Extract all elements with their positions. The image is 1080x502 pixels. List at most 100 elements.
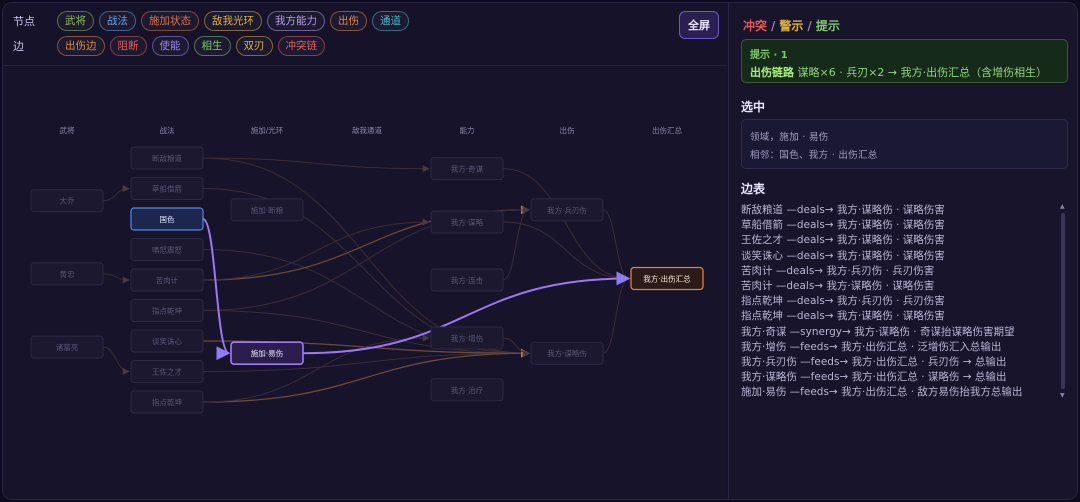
scroll-down-icon[interactable]: ▼ (1060, 392, 1065, 399)
graph-node[interactable]: 草船借箭 (130, 177, 204, 200)
node-filter-chip[interactable]: 施加状态 (141, 11, 199, 31)
graph-node[interactable]: 我方·谋略伤 (530, 341, 604, 365)
edge-list-item[interactable]: 断敌粮道 —deals→ 我方·谋略伤 · 谋略伤害 (741, 204, 945, 216)
alert-title-part: 冲突 (743, 19, 768, 33)
selected-line-1: 领域，施加 · 易伤 (750, 132, 829, 143)
graph-node-label: 我方·增伤 (451, 333, 483, 343)
graph-edge[interactable] (102, 273, 130, 284)
graph-edge[interactable] (202, 348, 530, 403)
scroll-up-icon[interactable]: ▲ (1060, 203, 1065, 210)
graph-edge[interactable] (602, 275, 630, 354)
edge-list-item[interactable]: 草船借箭 —deals→ 我方·谋略伤 · 谋略伤害 (741, 219, 945, 232)
hint-card[interactable]: 提示 · 1 出伤链路 谋略×6 · 兵刃×2 → 我方·出伤汇总（含增伤相生） (741, 39, 1068, 83)
node-filter-chip[interactable]: 敌我光环 (204, 11, 262, 31)
fullscreen-button[interactable]: 全屏 (679, 11, 719, 39)
edge-list-item[interactable]: 苦肉计 —deals→ 我方·谋略伤 · 谋略伤害 (741, 280, 935, 293)
edge-filter-chip[interactable]: 阻断 (109, 36, 147, 56)
graph-edge[interactable] (202, 157, 430, 173)
edge-list-item[interactable]: 我方·谋略伤 —feeds→ 我方·出伤汇总 · 谋略伤 → 总输出 (741, 371, 1007, 384)
graph-node-label: 大乔 (60, 196, 75, 206)
graph-edge[interactable] (302, 271, 631, 355)
graph-node[interactable]: 王佐之才 (130, 360, 204, 383)
graph-pane: 节点 武将战法施加状态敌我光环我方能力出伤通道 边 出伤边阻断使能相生双刃冲突链… (3, 3, 727, 499)
graph-node[interactable]: 我方·增伤 (430, 326, 504, 350)
graph-node[interactable]: 指点乾坤 (130, 299, 204, 322)
edge-filter-chip[interactable]: 相生 (193, 36, 231, 56)
graph-node-label: 我方·谋略伤 (547, 348, 587, 358)
node-filter-chip[interactable]: 通道 (372, 11, 409, 31)
graph-node[interactable]: 我方·兵刃伤 (530, 198, 604, 222)
graph-node-label: 我方·奇谋 (451, 164, 484, 174)
graph-node-label: 王佐之才 (152, 367, 182, 377)
column-header: 能力 (460, 125, 475, 135)
edge-list-item[interactable]: 苦肉计 —deals→ 我方·兵刃伤 · 兵刃伤害 (741, 264, 935, 277)
graph-node-label: 我方·兵刃伤 (547, 205, 587, 215)
graph-node[interactable]: 黄忠 (30, 262, 104, 286)
graph-node[interactable]: 施加·断粮 (230, 198, 304, 222)
edge-list[interactable]: 断敌粮道 —deals→ 我方·谋略伤 · 谋略伤害草船借箭 —deals→ 我… (741, 203, 1057, 401)
graph-edge[interactable] (602, 209, 630, 282)
graph-node[interactable]: 施加·易伤 (230, 341, 304, 366)
graph-edge[interactable] (202, 310, 530, 357)
edge-list-item[interactable]: 施加·易伤 —feeds→ 我方·出伤汇总 · 敌方易伤抬我方总输出 (741, 386, 1023, 399)
edge-filter-chip[interactable]: 冲突链 (277, 36, 325, 56)
graph-edge[interactable] (502, 337, 530, 357)
graph-edge[interactable] (102, 346, 130, 375)
graph-edge[interactable] (202, 334, 430, 403)
graph-edge[interactable] (202, 218, 231, 361)
graph-node[interactable]: 大乔 (30, 189, 104, 213)
graph-node[interactable]: 诸葛亮 (30, 335, 104, 359)
graph-node-label: 我方·连击 (451, 275, 484, 285)
edge-list-item[interactable]: 我方·增伤 —feeds→ 我方·出伤汇总 · 泛增伤汇入总输出 (741, 340, 1002, 353)
graph-edge[interactable] (502, 206, 530, 281)
graph-node[interactable]: 我方·出伤汇总 (630, 266, 704, 291)
graph-node[interactable]: 国色 (130, 207, 204, 231)
hint-header: 提示 · 1 (750, 50, 788, 61)
alert-title-part: 提示 (815, 19, 840, 33)
selected-title: 选中 (741, 100, 766, 114)
graph-node[interactable]: 指点乾坤 (130, 390, 204, 414)
graph-node[interactable]: 我方·谋略 (430, 210, 504, 234)
edge-filter-chip[interactable]: 双刃 (235, 36, 273, 56)
filter-bar: 节点 武将战法施加状态敌我光环我方能力出伤通道 边 出伤边阻断使能相生双刃冲突链… (3, 3, 727, 66)
node-filter-row: 节点 武将战法施加状态敌我光环我方能力出伤通道 (13, 11, 409, 31)
alert-title-part: / (807, 19, 812, 33)
column-header: 战法 (160, 125, 175, 135)
node-chip-group: 武将战法施加状态敌我光环我方能力出伤通道 (57, 11, 409, 31)
graph-node[interactable]: 我方·连击 (430, 268, 504, 292)
edge-list-item[interactable]: 谈笑诛心 —deals→ 我方·谋略伤 · 谋略伤害 (741, 249, 945, 262)
graph-svg[interactable]: 武将战法施加/光环敌我通道能力出伤出伤汇总大乔黄忠诸葛亮断敌粮道草船借箭国色嗔怒… (3, 66, 727, 499)
graph-node[interactable]: 我方·奇谋 (430, 157, 504, 181)
graph-node-label: 草船借箭 (152, 184, 182, 194)
graph-node-label: 国色 (160, 214, 175, 224)
edge-list-title: 边表 (741, 182, 766, 196)
edge-filter-chip[interactable]: 使能 (151, 36, 189, 56)
graph-edge[interactable] (202, 218, 430, 281)
graph-edge[interactable] (202, 157, 530, 357)
edge-list-item[interactable]: 指点乾坤 —deals→ 我方·谋略伤 · 谋略伤害 (741, 310, 945, 323)
edge-filter-row: 边 出伤边阻断使能相生双刃冲突链 (13, 36, 325, 56)
edge-list-item[interactable]: 我方·奇谋 —synergy→ 我方·谋略伤 · 奇谋抬谋略伤害期望 (741, 325, 1015, 338)
graph-node-label: 诸葛亮 (56, 342, 79, 352)
graph-node[interactable]: 谈笑诛心 (130, 329, 204, 353)
edge-list-item[interactable]: 我方·兵刃伤 —feeds→ 我方·出伤汇总 · 兵刃伤 → 总输出 (741, 356, 1007, 369)
graph-canvas[interactable]: 武将战法施加/光环敌我通道能力出伤出伤汇总大乔黄忠诸葛亮断敌粮道草船借箭国色嗔怒… (3, 66, 727, 499)
graph-node[interactable]: 苦肉计 (130, 268, 204, 292)
node-filter-chip[interactable]: 我方能力 (267, 11, 325, 31)
graph-edge[interactable] (102, 185, 130, 202)
edge-list-item[interactable]: 指点乾坤 —deals→ 我方·兵刃伤 · 兵刃伤害 (741, 295, 945, 308)
scroll-thumb[interactable] (1061, 213, 1065, 389)
edge-filter-chip[interactable]: 出伤边 (57, 36, 105, 56)
graph-edge[interactable] (502, 168, 630, 282)
graph-node[interactable]: 断敌粮道 (130, 146, 204, 170)
edge-list-scrollbar[interactable]: ▲ ▼ (1060, 203, 1066, 399)
node-filter-chip[interactable]: 武将 (57, 11, 94, 31)
hint-text: 谋略×6 · 兵刃×2 → 我方·出伤汇总（含增伤相生） (794, 66, 1048, 79)
graph-node[interactable]: 嗔怒震怒 (130, 238, 204, 261)
graph-edge[interactable] (502, 221, 630, 282)
node-filter-chip[interactable]: 战法 (99, 11, 136, 31)
node-filter-chip[interactable]: 出伤 (330, 11, 367, 31)
graph-edge[interactable] (202, 349, 530, 372)
graph-node[interactable]: 我方·治疗 (430, 378, 504, 402)
edge-list-item[interactable]: 王佐之才 —deals→ 我方·谋略伤 · 谋略伤害 (741, 234, 945, 247)
